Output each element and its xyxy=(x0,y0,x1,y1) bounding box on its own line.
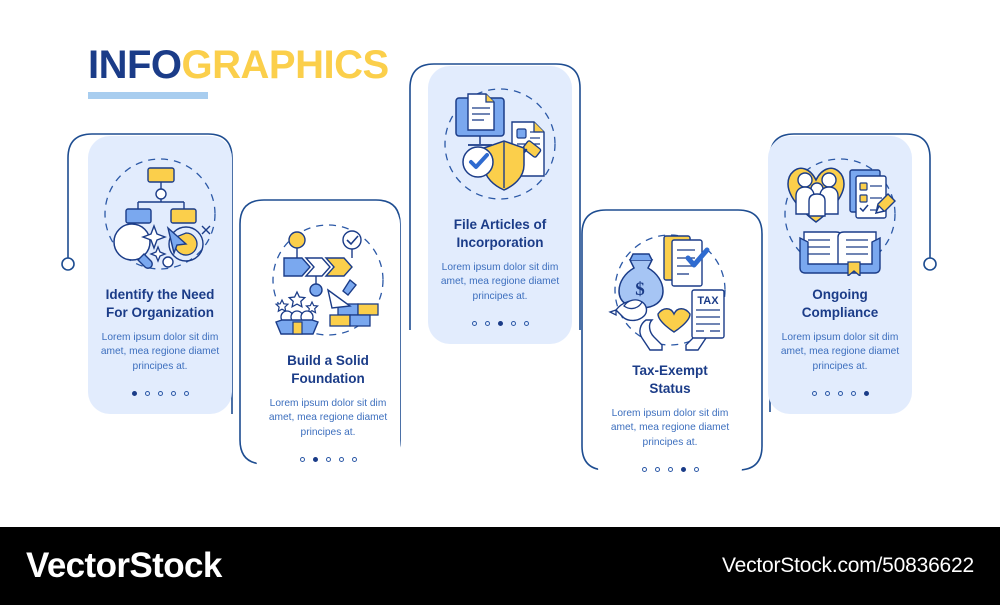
title-underline-bar xyxy=(88,92,208,99)
dot-2[interactable] xyxy=(484,321,490,327)
dot-3[interactable] xyxy=(497,321,503,327)
left-terminus-node xyxy=(61,257,75,271)
card-title-file-articles: File Articles of Incorporation xyxy=(448,216,553,252)
title-line-1: Tax-Exempt xyxy=(632,363,708,378)
title-line-2: Status xyxy=(649,380,691,396)
dot-3[interactable] xyxy=(667,467,673,473)
title-line-2: Compliance xyxy=(801,304,879,320)
dot-2[interactable] xyxy=(144,391,150,397)
illustration-identify-need xyxy=(98,152,222,276)
title-line-1: Identify the Need xyxy=(105,287,215,302)
dot-4[interactable] xyxy=(338,457,344,463)
dot-5[interactable] xyxy=(523,321,529,327)
title-line-2: Foundation xyxy=(291,370,365,386)
dot-3[interactable] xyxy=(157,391,163,397)
step-indicator-3[interactable] xyxy=(471,321,529,327)
svg-text:TAX: TAX xyxy=(697,295,719,307)
card-description-identify-need: Lorem ipsum dolor sit dim amet, mea regi… xyxy=(100,331,220,372)
infographic-canvas: INFOGRAPHICS xyxy=(61,44,937,491)
vectorstock-url: VectorStock.com/50836622 xyxy=(721,554,974,577)
title-line-2: For Organization xyxy=(105,304,214,320)
illustration-tax-exempt: $ TAX xyxy=(608,228,732,352)
dot-1[interactable] xyxy=(299,457,305,463)
title-line-1: File Articles of xyxy=(453,217,547,232)
dot-4[interactable] xyxy=(680,467,686,473)
card-description-tax-exempt: Lorem ipsum dolor sit dim amet, mea regi… xyxy=(610,407,730,448)
page-title: INFOGRAPHICS xyxy=(88,44,508,99)
dot-5[interactable] xyxy=(183,391,189,397)
dot-5[interactable] xyxy=(351,457,357,463)
watermark-footer: VectorStock VectorStock.com/50836622 xyxy=(0,527,1000,605)
dot-1[interactable] xyxy=(641,467,647,473)
step-indicator-4[interactable] xyxy=(641,467,699,473)
dot-2[interactable] xyxy=(312,457,318,463)
step-indicator-1[interactable] xyxy=(131,391,189,397)
dot-1[interactable] xyxy=(131,391,137,397)
step-card-file-articles[interactable]: File Articles of Incorporation Lorem ipsu… xyxy=(428,66,572,345)
title-line-2: Incorporation xyxy=(456,234,544,250)
step-indicator-5[interactable] xyxy=(811,391,869,397)
vectorstock-logo: VectorStock xyxy=(26,546,222,585)
dot-1[interactable] xyxy=(811,391,817,397)
right-terminus-node xyxy=(923,257,937,271)
illustration-file-articles xyxy=(438,82,562,206)
dot-4[interactable] xyxy=(170,391,176,397)
title-line-1: Build a Solid xyxy=(287,353,369,368)
dot-2[interactable] xyxy=(824,391,830,397)
dot-3[interactable] xyxy=(837,391,843,397)
svg-text:$: $ xyxy=(635,279,645,300)
main-title-text: INFOGRAPHICS xyxy=(88,44,508,86)
dot-3[interactable] xyxy=(325,457,331,463)
dot-5[interactable] xyxy=(693,467,699,473)
card-description-file-articles: Lorem ipsum dolor sit dim amet, mea regi… xyxy=(440,261,560,302)
dot-4[interactable] xyxy=(510,321,516,327)
step-indicator-2[interactable] xyxy=(299,457,357,463)
card-description-ongoing-compliance: Lorem ipsum dolor sit dim amet, mea regi… xyxy=(780,331,900,372)
dot-4[interactable] xyxy=(850,391,856,397)
dot-5[interactable] xyxy=(863,391,869,397)
dot-2[interactable] xyxy=(654,467,660,473)
title-part-info: INFO xyxy=(88,43,182,87)
illustration-build-foundation xyxy=(266,218,390,342)
dot-1[interactable] xyxy=(471,321,477,327)
card-description-build-foundation: Lorem ipsum dolor sit dim amet, mea regi… xyxy=(268,397,388,438)
illustration-ongoing-compliance xyxy=(778,152,902,276)
title-line-1: Ongoing xyxy=(812,287,868,302)
title-part-graphics: GRAPHICS xyxy=(181,43,390,87)
